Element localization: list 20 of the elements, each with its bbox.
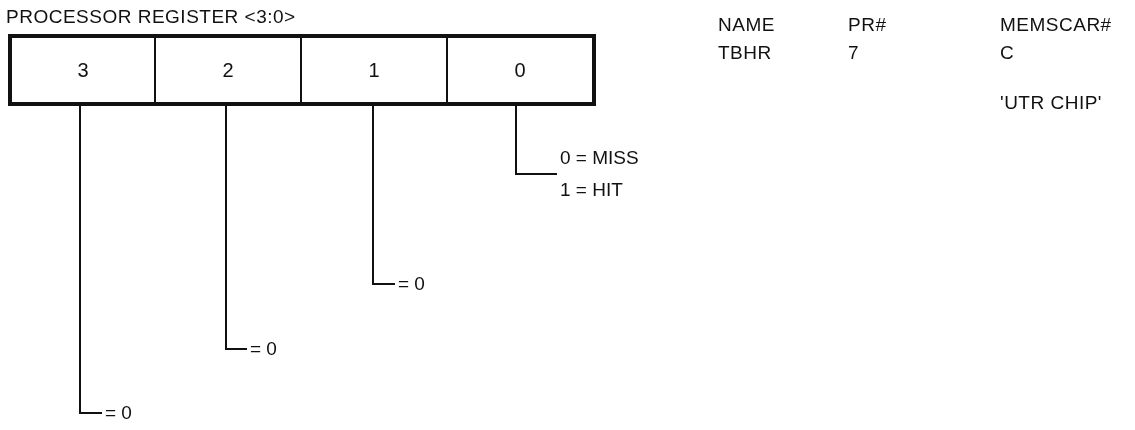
bit-cell: 0 (446, 34, 596, 106)
bit-value: = 0 (250, 333, 310, 365)
leader-line (515, 105, 558, 175)
bit-cell: 1 (300, 34, 448, 106)
leader-line (79, 105, 103, 414)
column-heading: NAME (718, 14, 775, 36)
memscar-number: C (1000, 42, 1015, 64)
bit-cell: 2 (154, 34, 302, 106)
bit-cell: 3 (8, 34, 156, 106)
column-heading: PR# (848, 14, 887, 36)
bit-description: 0 = MISS 1 = HIT (560, 142, 652, 206)
column-heading: MEMSCAR# (1000, 14, 1112, 36)
register-number: 7 (848, 42, 860, 64)
leader-line (372, 105, 396, 285)
leader-line (225, 105, 248, 350)
chip-note: 'UTR CHIP' (1000, 92, 1102, 114)
bit-value: = 0 (105, 397, 165, 429)
bit-value: = 0 (398, 268, 458, 300)
register-name: TBHR (718, 42, 772, 64)
register-title: PROCESSOR REGISTER <3:0> (6, 6, 296, 28)
